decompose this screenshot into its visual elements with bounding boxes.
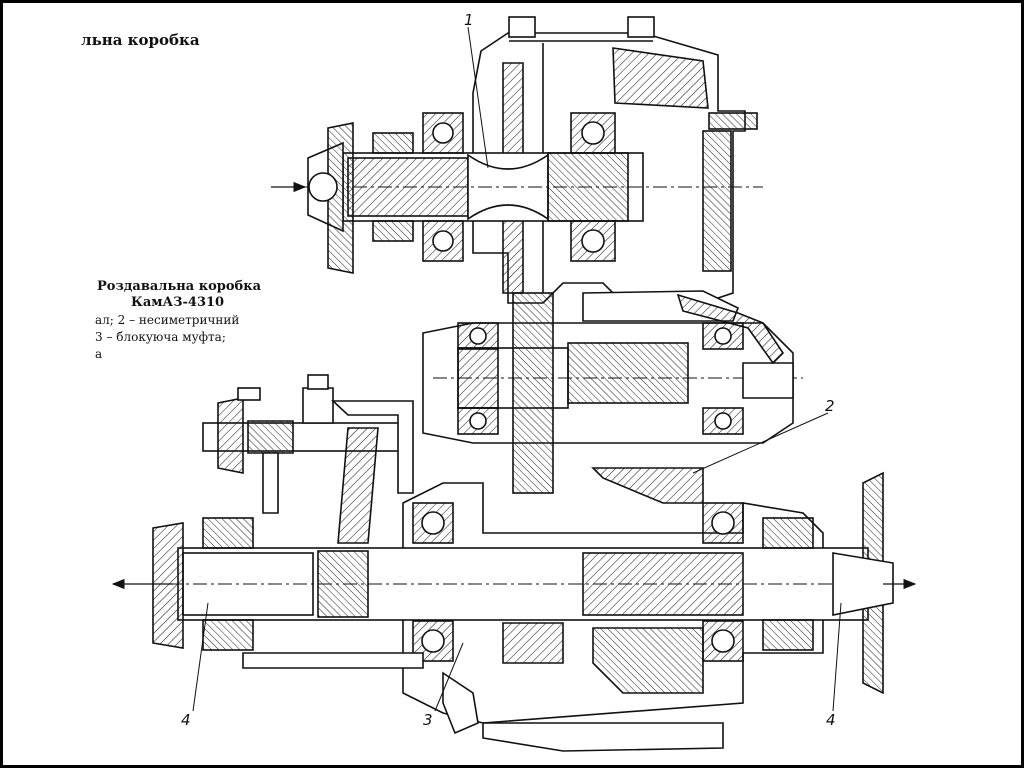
callout-1: 1 bbox=[464, 11, 474, 29]
input-shaft bbox=[303, 112, 763, 274]
slide-heading: льна коробка bbox=[81, 31, 200, 49]
callout-2: 2 bbox=[825, 397, 835, 415]
caption-line: 3 – блокуюча муфта; bbox=[95, 330, 226, 344]
caption-title: Роздавальна коробка bbox=[97, 279, 262, 294]
callout-4-left: 4 bbox=[181, 711, 191, 729]
caption-model: КамАЗ-4310 bbox=[131, 295, 225, 310]
lockup-actuator bbox=[202, 374, 414, 544]
slide-page: 1 2 3 4 4 льна коробка Роздавальна короб… bbox=[3, 3, 1021, 765]
caption-line: а bbox=[95, 347, 103, 361]
transfer-case-drawing: 1 2 3 4 4 bbox=[111, 11, 917, 752]
differential-assembly bbox=[422, 290, 803, 494]
callout-4-right: 4 bbox=[826, 711, 836, 729]
callout-3: 3 bbox=[423, 711, 433, 729]
output-shaft bbox=[143, 467, 903, 752]
caption-line: ал; 2 – несиметричний bbox=[95, 313, 240, 327]
